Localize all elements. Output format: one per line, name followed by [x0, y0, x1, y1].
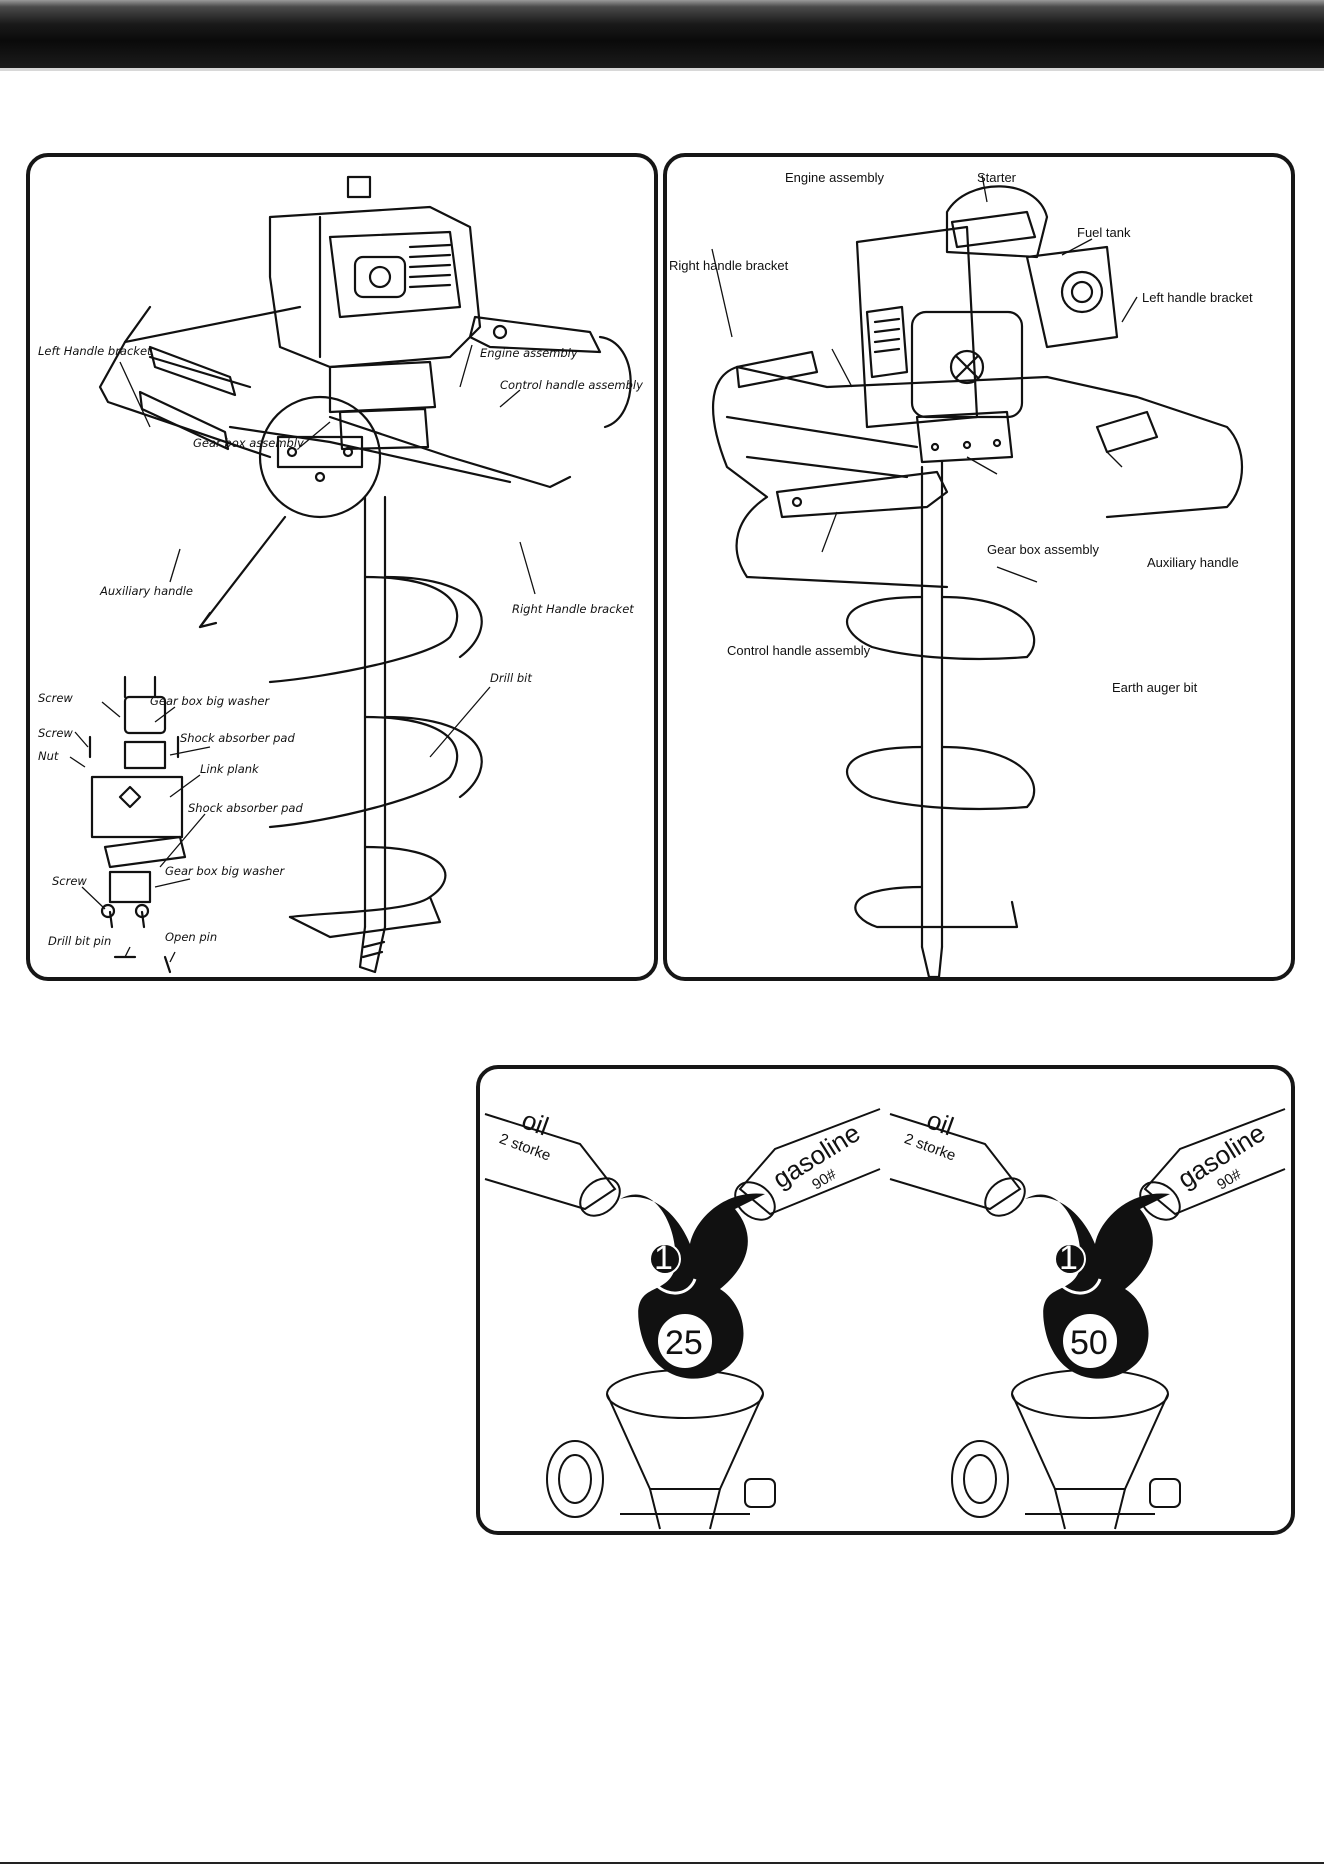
- mix-1-oil-part: 1: [654, 1239, 673, 1277]
- oil-label-1: oil: [518, 1104, 553, 1141]
- label-right-handle-bracket-right: Right handle bracket: [669, 258, 789, 273]
- earth-auger-line-drawing: Engine assembly Starter Fuel tank Right …: [669, 170, 1253, 977]
- fuel-mix-diagram: 1 25 oil 2 storke gasoline 90#: [476, 1065, 1295, 1535]
- label-gear-box-big-washer-2: Gear box big washer: [165, 864, 285, 878]
- label-engine-assembly: Engine assembly: [480, 346, 578, 360]
- auger-line-drawing: Left Handle bracket Engine assembly Cont…: [38, 175, 643, 974]
- mix-2-gas-part: 50: [1070, 1324, 1108, 1362]
- fuel-mix-illustration: 1 25 oil 2 storke gasoline 90#: [484, 1104, 1286, 1530]
- header-bar: [0, 0, 1324, 68]
- label-gear-box-assembly: Gear box assembly: [193, 436, 304, 450]
- label-screw-2: Screw: [38, 726, 73, 740]
- label-shock-absorber-pad-2: Shock absorber pad: [188, 801, 303, 815]
- label-left-handle-bracket: Left Handle bracket: [38, 344, 152, 358]
- label-gear-box-big-washer-1: Gear box big washer: [150, 694, 270, 708]
- mix-1-gas-part: 25: [665, 1324, 703, 1362]
- mix-group-1: 1 25 oil 2 storke gasoline 90#: [484, 1104, 881, 1530]
- label-engine-assembly-right: Engine assembly: [785, 170, 884, 185]
- label-drill-bit: Drill bit: [490, 671, 532, 685]
- label-open-pin: Open pin: [165, 930, 217, 944]
- footer-rule: [0, 1862, 1324, 1864]
- earth-auger-diagram: Engine assembly Starter Fuel tank Right …: [663, 153, 1295, 981]
- label-drill-bit-pin: Drill bit pin: [48, 934, 111, 948]
- label-auxiliary-handle: Auxiliary handle: [99, 584, 193, 598]
- label-nut: Nut: [38, 749, 59, 763]
- auger-exploded-diagram: Left Handle bracket Engine assembly Cont…: [26, 153, 658, 981]
- label-auxiliary-handle-right: Auxiliary handle: [1147, 555, 1239, 570]
- mix-group-2: 1 50 oil 2 storke gasoline 90#: [889, 1104, 1286, 1530]
- label-screw-1: Screw: [38, 691, 73, 705]
- label-control-handle-assembly-right: Control handle assembly: [727, 643, 871, 658]
- oil-label-2: oil: [923, 1104, 958, 1141]
- label-screw-3: Screw: [52, 874, 87, 888]
- label-shock-absorber-pad-1: Shock absorber pad: [180, 731, 295, 745]
- label-earth-auger-bit: Earth auger bit: [1112, 680, 1198, 695]
- label-starter: Starter: [977, 170, 1017, 185]
- header-underline: [0, 68, 1324, 71]
- label-left-handle-bracket-right: Left handle bracket: [1142, 290, 1253, 305]
- mix-2-oil-part: 1: [1059, 1239, 1078, 1277]
- label-control-handle-assembly: Control handle assembly: [500, 378, 643, 392]
- label-gear-box-assembly-right: Gear box assembly: [987, 542, 1099, 557]
- label-link-plank: Link plank: [200, 762, 260, 776]
- label-fuel-tank: Fuel tank: [1077, 225, 1131, 240]
- label-right-handle-bracket: Right Handle bracket: [512, 602, 634, 616]
